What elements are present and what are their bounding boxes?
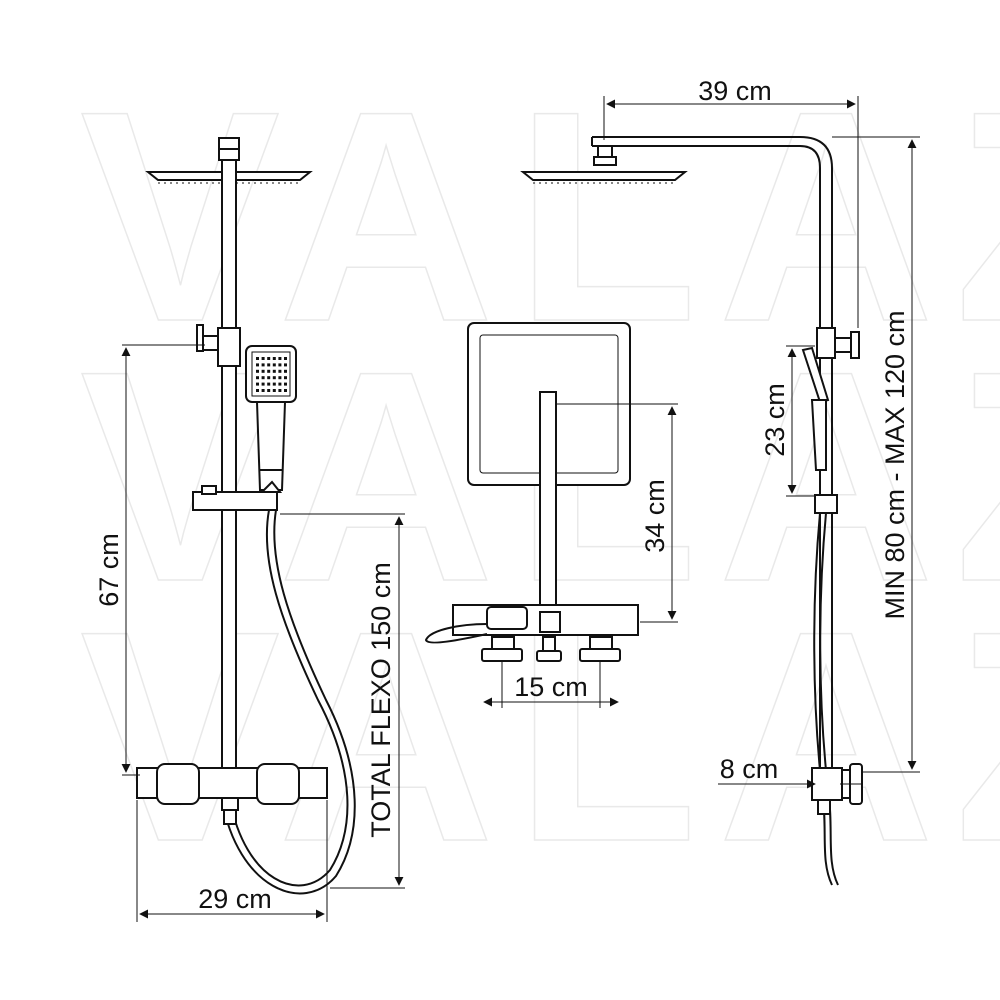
dim-label-valve-spacing: 15 cm xyxy=(514,672,588,702)
dim-label-slider-range: 23 cm xyxy=(760,383,790,457)
dim-label-column-height: MIN 80 cm - MAX 120 cm xyxy=(880,310,910,619)
front-holder xyxy=(192,491,278,511)
front-view xyxy=(136,137,356,895)
top-view xyxy=(424,322,639,662)
side-view xyxy=(520,136,863,886)
side-hose xyxy=(813,512,833,886)
side-height-adjuster xyxy=(816,327,836,359)
top-arm xyxy=(539,391,557,625)
top-mixer-knob xyxy=(486,606,528,630)
top-dimensions: 34 cm 15 cm xyxy=(483,403,678,708)
front-column xyxy=(221,159,237,776)
dim-label-width-top: 39 cm xyxy=(698,76,772,106)
side-holder xyxy=(814,494,838,514)
dim-label-mixer-to-shower: 67 cm xyxy=(94,533,124,607)
side-dimensions: 39 cm MIN 80 cm - MAX 120 cm 23 cm 8 cm xyxy=(603,76,920,789)
dim-label-wall-offset: 8 cm xyxy=(720,754,779,784)
side-shower-head xyxy=(520,171,688,181)
top-hose xyxy=(424,623,488,644)
front-mixer-knob-left xyxy=(156,763,200,805)
side-mixer-body xyxy=(811,767,843,801)
top-valves xyxy=(481,636,621,662)
side-hand-shower xyxy=(801,346,830,404)
top-mixer-outlet xyxy=(539,611,561,633)
front-mixer-knob-right xyxy=(256,763,300,805)
front-hose xyxy=(229,509,349,887)
dim-label-mixer-width: 29 cm xyxy=(198,884,272,914)
front-adjuster-knob xyxy=(201,335,219,351)
side-arm-outer xyxy=(592,136,833,770)
side-arm-inner xyxy=(592,145,821,770)
front-dimensions: 67 cm TOTAL FLEXO 150 cm 29 cm xyxy=(94,344,405,922)
front-height-adjuster xyxy=(217,327,241,367)
front-mixer-outlet xyxy=(221,797,239,811)
side-adjuster-knob xyxy=(850,331,860,359)
dim-label-total-hose: TOTAL FLEXO 150 cm xyxy=(366,562,396,838)
front-hand-shower xyxy=(245,345,297,491)
dim-label-head-arm-height: 34 cm xyxy=(640,479,670,553)
